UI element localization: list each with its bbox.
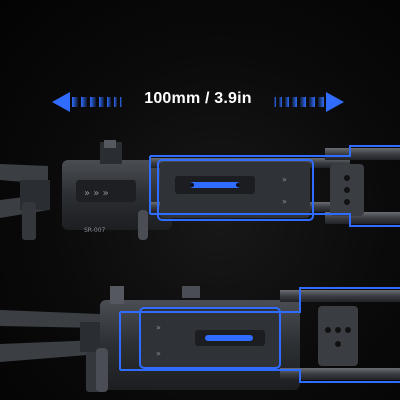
svg-text:»: » <box>156 323 161 332</box>
svg-text:» » »: » » » <box>84 188 109 199</box>
rig-retracted: » » <box>0 282 400 400</box>
rig-extended: » » » SR-007 » » <box>0 140 400 255</box>
double-arrow-icon <box>52 92 344 112</box>
dimension-label: 100mm / 3.9in <box>144 90 252 107</box>
svg-text:»: » <box>282 175 287 184</box>
rig-retracted-illustration: » » <box>0 286 400 392</box>
svg-text:»: » <box>156 349 161 358</box>
rig-extended-illustration: » » » SR-007 » » <box>0 140 400 240</box>
dimension-indicator: 100mm / 3.9in <box>52 88 344 118</box>
svg-text:SR-007: SR-007 <box>84 227 106 234</box>
svg-text:»: » <box>282 197 287 206</box>
